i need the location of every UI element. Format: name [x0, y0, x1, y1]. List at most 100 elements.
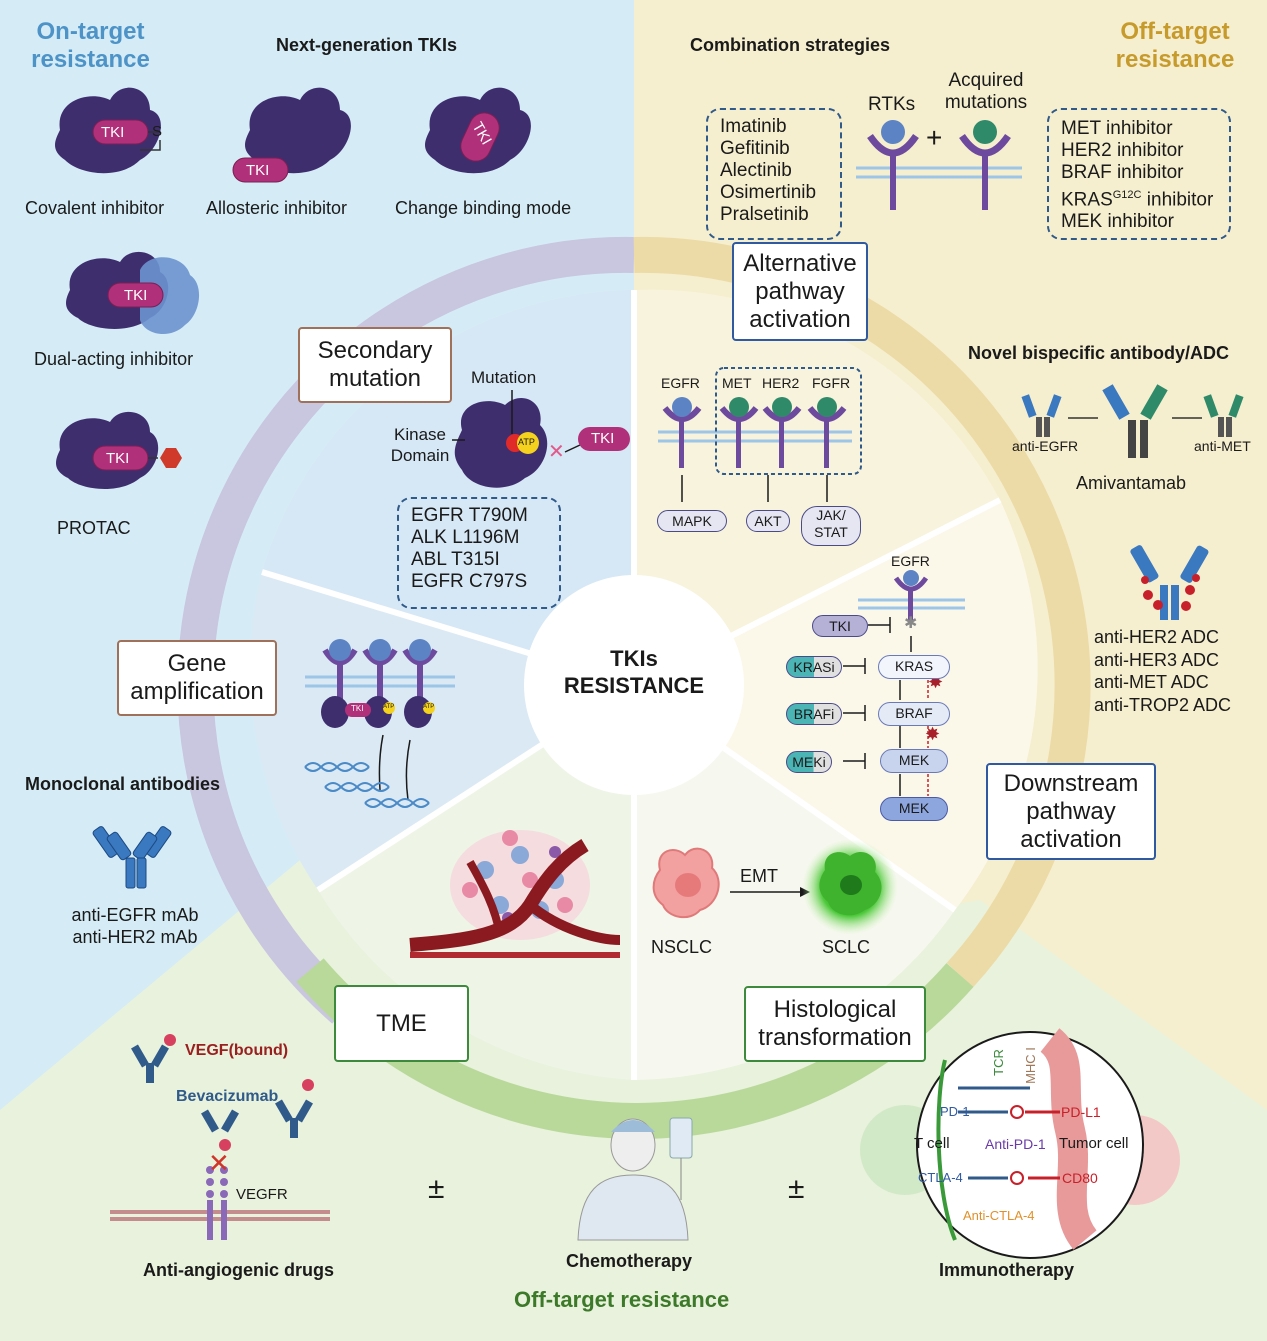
sector-histo — [634, 685, 955, 1080]
adc-antibody-shape — [1130, 545, 1209, 620]
inhibitor-item: BRAF inhibitor — [1061, 162, 1184, 183]
secondary-title-line2: mutation — [328, 365, 422, 392]
allosteric-kinase-shape — [245, 87, 351, 174]
tumor-cell-label: Tumor cell — [1059, 1135, 1129, 1152]
kinase-label-line1: Kinase — [394, 425, 446, 444]
secondary-title-line1: Secondary — [317, 337, 433, 364]
mhc-label: MHC I — [1022, 1047, 1038, 1084]
secondary-tki-label: TKI — [591, 430, 615, 447]
emt-label: EMT — [740, 866, 778, 886]
dna-strands — [304, 762, 430, 808]
plus-minus-1: ± — [428, 1172, 445, 1205]
receptor-label: MET — [722, 375, 752, 391]
kras-text: KRAS — [1061, 189, 1113, 211]
sector-alternative — [634, 289, 1000, 685]
rtks-label: RTKs — [868, 94, 916, 115]
svg-text:✸: ✸ — [925, 724, 940, 744]
allosteric-tki-pill — [232, 157, 289, 183]
center-title-line2: RESISTANCE — [563, 673, 705, 698]
drug-item: Alectinib — [720, 160, 792, 181]
vegf-label: VEGF(bound) — [185, 1042, 289, 1059]
plus-minus-2: ± — [788, 1172, 805, 1205]
inhibitor-item-kras: KRASG12C inhibitor — [1061, 184, 1229, 211]
immuno-label: Immunotherapy — [939, 1260, 1075, 1280]
combination-heading: Combination strategies — [690, 35, 891, 55]
meki-pill: MEKi — [786, 751, 832, 773]
binding-tki-pill — [460, 112, 500, 162]
vegfr-label: VEGFR — [236, 1186, 288, 1203]
mab-antibody-shape — [92, 826, 172, 889]
alt-membrane — [658, 430, 852, 443]
mapk-pill: MAPK — [657, 510, 727, 532]
bevacizumab-shapes — [131, 1044, 313, 1138]
tme-box: TME — [334, 985, 469, 1062]
receptor-label: HER2 — [762, 375, 800, 391]
on-target-title: On-target resistance — [18, 18, 163, 74]
bispecific-heading: Novel bispecific antibody/ADC — [968, 343, 1230, 363]
vegfr-block-x: ✕ — [208, 1148, 230, 1178]
cd80-label: CD80 — [1062, 1170, 1098, 1186]
alt-title-line1: Alternative — [743, 249, 857, 277]
ring-purple-arc — [177, 236, 635, 1024]
downstream-title-line1: Downstream — [1003, 769, 1139, 797]
akt-pill: AKT — [746, 510, 790, 532]
tcr-label: TCR — [990, 1049, 1006, 1076]
secondary-kinase-shape — [454, 397, 548, 488]
kras-node: KRAS — [878, 655, 950, 679]
allosteric-tki-label: TKI — [246, 162, 270, 179]
protac-tki-label: TKI — [106, 450, 130, 467]
histo-title-line1: Histological — [773, 996, 897, 1023]
dual-partner-shape — [140, 257, 200, 335]
adc-item: anti-MET ADC — [1094, 672, 1209, 692]
immunotherapy-graphic — [860, 1028, 1180, 1259]
downstream-egfr-label: EGFR — [891, 553, 930, 569]
patient-figure — [577, 1117, 693, 1241]
center-circle — [524, 575, 744, 795]
mutation-list-box: EGFR T790M ALK L1196M ABL T315I EGFR C79… — [397, 497, 561, 609]
adc-item: anti-HER2 ADC — [1094, 627, 1220, 647]
plus-sign: + — [926, 122, 943, 153]
on-target-title-line1: On-target — [36, 18, 145, 45]
mutation-item: EGFR C797S — [411, 571, 528, 592]
off-target-title-line1: Off-target — [1120, 18, 1230, 45]
adc-list: anti-HER2 ADC anti-HER3 ADC anti-MET ADC… — [1094, 626, 1231, 716]
anti-ctla4-label: Anti-CTLA-4 — [963, 1208, 1035, 1223]
sector-secondary — [262, 290, 634, 685]
protac-label: PROTAC — [57, 518, 131, 538]
mutation-label: Mutation — [471, 368, 537, 387]
covalent-label: Covalent inhibitor — [25, 198, 165, 218]
mutation-item: EGFR T790M — [411, 505, 528, 526]
kras-suffix: inhibitor — [1141, 189, 1214, 211]
atp-label: ATP — [518, 437, 535, 447]
geneamp-title-line1: Gene — [167, 650, 227, 677]
mab-list: anti-EGFR mAb anti-HER2 mAb — [55, 904, 215, 948]
kinase-label-line2: Domain — [390, 446, 450, 465]
inhibitor-list-box: MET inhibitor HER2 inhibitor BRAF inhibi… — [1047, 108, 1231, 240]
pdl1-label: PD-L1 — [1061, 1104, 1101, 1120]
on-target-title-line2: resistance — [31, 46, 150, 73]
mab-item: anti-EGFR mAb — [71, 905, 199, 925]
downstream-title-line2: pathway — [1026, 797, 1116, 825]
bevacizumab-label: Bevacizumab — [176, 1088, 279, 1105]
block-star: ✱ — [904, 615, 917, 632]
covalent-tki-label: TKI — [101, 124, 125, 141]
dual-tki-label: TKI — [124, 287, 148, 304]
alt-title-line2: pathway — [755, 277, 845, 305]
downstream-title-line3: activation — [1020, 825, 1122, 853]
dual-tki-pill — [107, 282, 164, 308]
bispecific-antibodies — [1021, 384, 1244, 458]
pd1-label: PD-1 — [940, 1104, 970, 1119]
anti-angio-label: Anti-angiogenic drugs — [143, 1260, 334, 1280]
adc-item: anti-TROP2 ADC — [1094, 694, 1232, 715]
geneamp-atp-label: ATP — [383, 704, 395, 710]
acquired-mutations-label: Acquired mutations — [940, 70, 1032, 114]
anti-pd1-label: Anti-PD-1 — [985, 1136, 1046, 1152]
mab-heading: Monoclonal antibodies — [25, 774, 221, 794]
sclc-label: SCLC — [822, 937, 871, 957]
off-target-title: Off-target resistance — [1100, 18, 1250, 74]
geneamp-atp-label-2: ATP — [423, 704, 435, 710]
